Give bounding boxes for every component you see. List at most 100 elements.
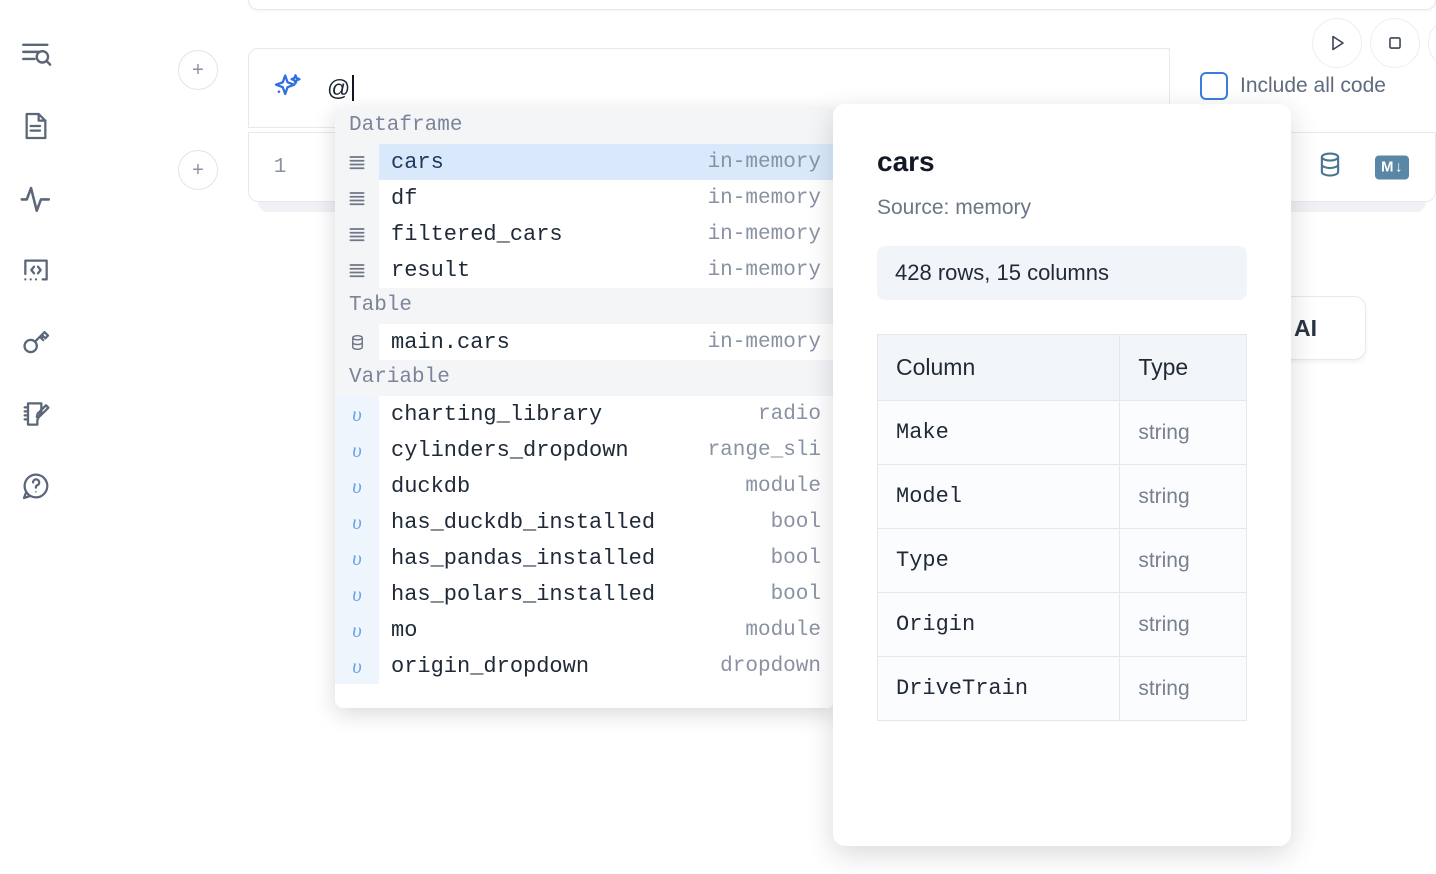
variable-icon: υ [335, 468, 379, 504]
include-all-code-row[interactable]: Include all code [1200, 72, 1386, 100]
line-number: 1 [273, 155, 287, 179]
stop-button[interactable] [1370, 18, 1420, 68]
database-icon[interactable] [1315, 150, 1345, 185]
preview-column-name: DriveTrain [877, 656, 1121, 721]
preview-column-name: Make [877, 400, 1121, 465]
more-actions-button[interactable] [1428, 18, 1436, 68]
autocomplete-item-name: has_polars_installed [391, 581, 656, 607]
dataframe-rows-icon [335, 216, 379, 252]
autocomplete-item-name: result [391, 257, 471, 283]
variable-icon: υ [335, 612, 379, 648]
include-all-code-checkbox[interactable] [1200, 72, 1228, 100]
variable-icon: υ [335, 504, 379, 540]
autocomplete-item[interactable]: υ has_pandas_installed bool [335, 540, 835, 576]
variable-icon: υ [335, 540, 379, 576]
autocomplete-item-type: bool [770, 582, 821, 606]
preview-column-name: Model [877, 464, 1121, 529]
document-icon[interactable] [12, 90, 60, 162]
preview-column-name: Origin [877, 592, 1121, 657]
table-header-row: Column Type [877, 334, 1247, 401]
autocomplete-item-name: has_duckdb_installed [391, 509, 656, 535]
autocomplete-item-type: radio [757, 402, 821, 426]
add-cell-below-button[interactable]: + [178, 150, 218, 190]
notebook-edit-icon[interactable] [12, 378, 60, 450]
dataframe-rows-icon [335, 252, 379, 288]
autocomplete-item[interactable]: υ has_duckdb_installed bool [335, 504, 835, 540]
autocomplete-item-type: bool [770, 546, 821, 570]
autocomplete-item-name: cylinders_dropdown [391, 437, 629, 463]
preview-source: Source: memory [877, 196, 1032, 219]
autocomplete-item-name: charting_library [391, 401, 603, 427]
database-icon [335, 324, 379, 360]
markdown-badge-arrow: ↓ [1395, 158, 1403, 175]
preview-column-type: string [1119, 528, 1247, 593]
preview-column-name: Type [877, 528, 1121, 593]
preview-title: cars [877, 146, 935, 177]
preview-column-type: string [1119, 464, 1247, 529]
text-cursor [351, 75, 354, 101]
column-header-type: Type [1119, 334, 1247, 401]
autocomplete-item-type: range_sli [707, 438, 821, 462]
cell-action-icons: M↓ [1315, 150, 1409, 185]
markdown-badge-letter: M [1381, 158, 1394, 175]
autocomplete-item[interactable]: υ origin_dropdown dropdown [335, 648, 835, 684]
autocomplete-item-type: in-memory [707, 150, 821, 174]
autocomplete-item-type: in-memory [707, 258, 821, 282]
key-icon[interactable] [12, 306, 60, 378]
run-button[interactable] [1312, 18, 1362, 68]
autocomplete-item-name: cars [391, 149, 444, 175]
file-explorer-search-icon[interactable] [12, 18, 60, 90]
preview-column-type: string [1119, 592, 1247, 657]
autocomplete-group-header: Variable [335, 360, 835, 396]
autocomplete-group-header: Dataframe [335, 108, 835, 144]
left-icon-rail [0, 0, 72, 874]
autocomplete-item-name: main.cars [391, 329, 510, 355]
autocomplete-item-type: module [745, 474, 821, 498]
preview-column-type: string [1119, 400, 1247, 465]
code-snippet-icon[interactable] [12, 234, 60, 306]
ai-prompt-input-value: @ [327, 74, 351, 101]
autocomplete-item[interactable]: υ has_polars_installed bool [335, 576, 835, 612]
autocomplete-item-name: has_pandas_installed [391, 545, 656, 571]
autocomplete-item-name: origin_dropdown [391, 653, 590, 679]
add-cell-above-button[interactable]: + [178, 50, 218, 90]
autocomplete-item[interactable]: result in-memory [335, 252, 835, 288]
autocomplete-item-name: duckdb [391, 473, 471, 499]
markdown-badge[interactable]: M↓ [1375, 155, 1409, 179]
autocomplete-item[interactable]: υ cylinders_dropdown range_sli [335, 432, 835, 468]
dataframe-rows-icon [335, 144, 379, 180]
dataframe-preview-panel: cars Source: memory 428 rows, 15 columns… [833, 104, 1291, 846]
cell-run-controls [1312, 18, 1436, 68]
autocomplete-item-type: in-memory [707, 186, 821, 210]
autocomplete-item-type: in-memory [707, 330, 821, 354]
preview-shape-chip: 428 rows, 15 columns [877, 246, 1247, 300]
variable-icon: υ [335, 576, 379, 612]
autocomplete-item-type: module [745, 618, 821, 642]
variable-icon: υ [335, 648, 379, 684]
ai-prompt-input[interactable]: @ [327, 75, 354, 102]
variable-icon: υ [335, 432, 379, 468]
autocomplete-group-header: Table [335, 288, 835, 324]
autocomplete-item[interactable]: υ charting_library radio [335, 396, 835, 432]
autocomplete-item[interactable]: main.cars in-memory [335, 324, 835, 360]
autocomplete-item[interactable]: cars in-memory [335, 144, 835, 180]
include-all-code-label: Include all code [1240, 74, 1386, 97]
help-icon[interactable] [12, 450, 60, 522]
variable-icon: υ [335, 396, 379, 432]
autocomplete-item-type: in-memory [707, 222, 821, 246]
autocomplete-item-type: bool [770, 510, 821, 534]
autocomplete-item-type: dropdown [720, 654, 821, 678]
activity-pulse-icon[interactable] [12, 162, 60, 234]
